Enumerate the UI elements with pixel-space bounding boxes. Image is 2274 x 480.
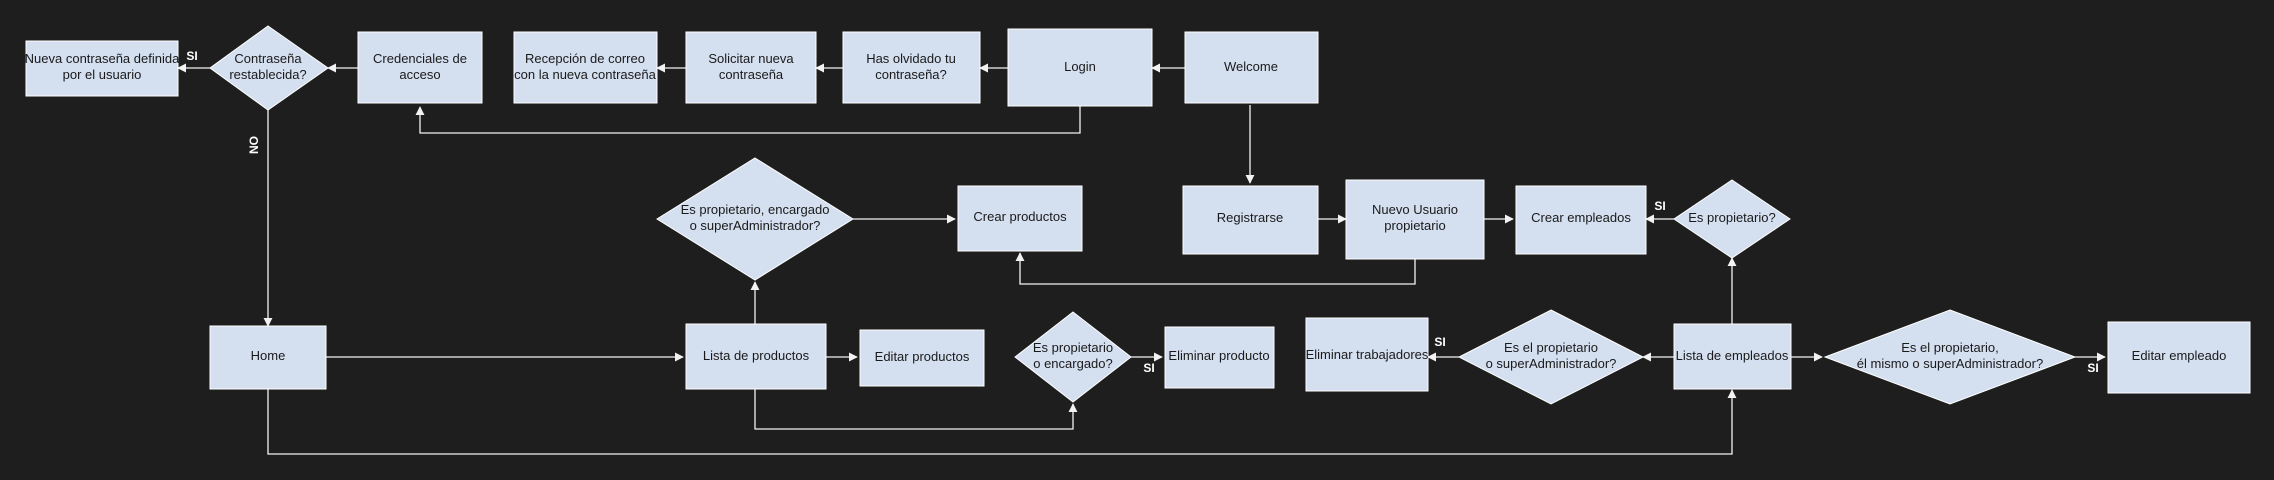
node-lista-empleados-label: Lista de empleados	[1676, 348, 1789, 363]
edge-login-credenciales	[415, 106, 1081, 134]
node-es-el-propietario-mismo-super[interactable]: Es el propietario,él mismo o superAdmini…	[1823, 309, 2077, 405]
node-label-line: o superAdministrador?	[1486, 356, 1617, 371]
node-login[interactable]: Login	[1007, 28, 1153, 107]
node-label-line: Contraseña	[234, 51, 302, 66]
node-eliminar-producto-label: Eliminar producto	[1168, 348, 1269, 363]
label-si-restablecida: SI	[186, 49, 197, 63]
edge-home-lista-empleados	[267, 389, 1737, 455]
node-crear-productos-label: Crear productos	[973, 209, 1067, 224]
node-label-line: Lista de productos	[703, 348, 810, 363]
label-no-restablecida: NO	[247, 136, 261, 154]
node-eliminar-trabajadores[interactable]: Eliminar trabajadores	[1305, 317, 1429, 392]
node-lista-productos-label: Lista de productos	[703, 348, 810, 363]
node-label-line: o encargado?	[1033, 356, 1113, 371]
node-welcome[interactable]: Welcome	[1184, 31, 1319, 104]
node-label-line: Crear empleados	[1531, 210, 1631, 225]
node-label-line: acceso	[399, 67, 440, 82]
node-label-line: o superAdministrador?	[690, 218, 821, 233]
node-label-line: él mismo o superAdministrador?	[1857, 356, 2043, 371]
node-crear-productos[interactable]: Crear productos	[957, 185, 1083, 252]
node-label-line: Credenciales de	[373, 51, 467, 66]
node-label-line: Editar empleado	[2132, 348, 2227, 363]
node-registrarse-label: Registrarse	[1217, 210, 1283, 225]
node-home-label: Home	[251, 348, 286, 363]
edge-nuevo-crear-productos	[1015, 252, 1416, 285]
edges	[177, 63, 2106, 455]
node-label-line: propietario	[1384, 218, 1445, 233]
node-label-line: Eliminar trabajadores	[1306, 347, 1429, 362]
node-label-line: Registrarse	[1217, 210, 1283, 225]
node-label-line: Home	[251, 348, 286, 363]
node-label-line: Es propietario	[1033, 340, 1113, 355]
node-label-line: Crear productos	[973, 209, 1067, 224]
node-label-line: Has olvidado tu	[866, 51, 956, 66]
node-label-line: Es el propietario,	[1901, 340, 1999, 355]
node-editar-productos-label: Editar productos	[875, 349, 970, 364]
node-label-line: Eliminar producto	[1168, 348, 1269, 363]
node-eliminar-producto[interactable]: Eliminar producto	[1164, 326, 1275, 389]
node-es-el-propietario-mismo-super-label: Es el propietario,él mismo o superAdmini…	[1857, 340, 2043, 371]
node-label-line: Nueva contraseña definida	[25, 51, 180, 66]
edge-lista-decision-eliminar	[754, 389, 1078, 430]
node-crear-empleados[interactable]: Crear empleados	[1515, 185, 1647, 255]
node-label-line: Nuevo Usuario	[1372, 202, 1458, 217]
node-label-line: restablecida?	[229, 67, 306, 82]
node-label-line: Solicitar nueva	[708, 51, 794, 66]
node-home[interactable]: Home	[209, 325, 327, 390]
node-login-label: Login	[1064, 59, 1096, 74]
node-lista-productos[interactable]: Lista de productos	[685, 323, 827, 390]
node-label-line: contraseña	[719, 67, 784, 82]
node-label-line: con la nueva contraseña	[514, 67, 656, 82]
node-lista-empleados[interactable]: Lista de empleados	[1673, 323, 1792, 390]
node-welcome-label: Welcome	[1224, 59, 1278, 74]
label-si-eliminar-producto: SI	[1143, 361, 1154, 375]
node-label-line: Editar productos	[875, 349, 970, 364]
node-registrarse[interactable]: Registrarse	[1182, 185, 1319, 255]
node-label-line: Login	[1064, 59, 1096, 74]
node-label-line: por el usuario	[63, 67, 142, 82]
node-label-line: Es propietario?	[1688, 210, 1775, 225]
node-editar-empleado[interactable]: Editar empleado	[2107, 321, 2251, 394]
node-eliminar-trabajadores-label: Eliminar trabajadores	[1306, 347, 1429, 362]
label-si-es-propietario: SI	[1654, 199, 1665, 213]
label-si-eliminar-trabajadores: SI	[1434, 335, 1445, 349]
node-es-propietario-label: Es propietario?	[1688, 210, 1775, 225]
node-label-line: contraseña?	[875, 67, 947, 82]
node-label-line: Es propietario, encargado	[681, 202, 830, 217]
node-es-propietario[interactable]: Es propietario?	[1673, 179, 1791, 259]
node-label-line: Lista de empleados	[1676, 348, 1789, 363]
node-crear-empleados-label: Crear empleados	[1531, 210, 1631, 225]
node-editar-empleado-label: Editar empleado	[2132, 348, 2227, 363]
edge-labels: SI NO SI SI SI SI	[186, 49, 2098, 375]
node-label-line: Welcome	[1224, 59, 1278, 74]
node-label-line: Recepción de correo	[525, 51, 645, 66]
label-si-editar-empleado: SI	[2087, 361, 2098, 375]
node-editar-productos[interactable]: Editar productos	[859, 329, 985, 387]
node-label-line: Es el propietario	[1504, 340, 1598, 355]
